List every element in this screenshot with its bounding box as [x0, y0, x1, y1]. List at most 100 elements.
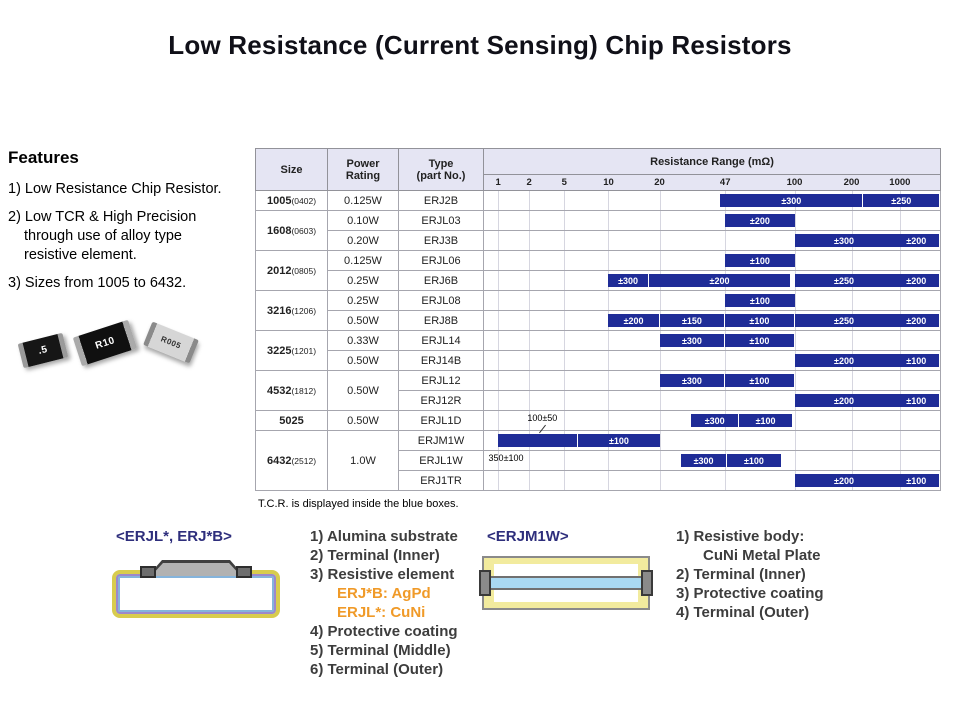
- tcr-bar: ±200: [893, 234, 940, 247]
- diagram-list-item: 2) Terminal (Inner): [310, 547, 440, 564]
- tcr-bar: ±100: [578, 434, 660, 447]
- power-rating-cell: 0.25W: [327, 290, 399, 311]
- gridline: [529, 211, 531, 230]
- gridline: [659, 451, 661, 470]
- tick-label: 20: [654, 177, 665, 188]
- gridline: [851, 211, 853, 230]
- tcr-value: ±150: [681, 315, 702, 326]
- tcr-value: ±200: [906, 275, 927, 286]
- part-number-cell: ERJ3B: [398, 230, 484, 251]
- tick-label: 5: [561, 177, 567, 188]
- tick-label: 200: [843, 177, 860, 188]
- part-number-cell: ERJL06: [398, 250, 484, 271]
- tcr-bar: ±200: [648, 274, 791, 287]
- erjm-diagram-label: <ERJM1W>: [487, 528, 569, 545]
- tick-label: 10: [603, 177, 614, 188]
- gridline: [794, 471, 796, 490]
- gridline: [608, 351, 610, 370]
- size-cell: 1608(0603): [255, 210, 328, 251]
- power-rating-cell: 0.20W: [327, 230, 399, 251]
- tcr-bar: ±200: [893, 314, 940, 327]
- tcr-bar: ±200: [795, 394, 893, 407]
- chip-marking: R005: [159, 334, 183, 351]
- size-value: 1608: [266, 224, 292, 237]
- gridline: [659, 351, 661, 370]
- gridline: [851, 431, 853, 450]
- resistance-table-wrap: Size Power Rating Type (part No.) Resist…: [255, 148, 941, 510]
- tcr-bar: ±100: [725, 374, 794, 387]
- terminal-cap-left: [479, 570, 491, 596]
- gridline: [899, 411, 901, 430]
- table-row: ERJ12R ±200 ±100: [256, 390, 941, 411]
- gridline: [899, 331, 901, 350]
- features-section: Features 1) Low Resistance Chip Resistor…: [8, 148, 250, 302]
- part-number-cell: ERJ6B: [398, 270, 484, 291]
- terminal-cap-right: [236, 566, 252, 578]
- tcr-bar: ±200: [795, 354, 893, 367]
- size-inch-code: (0402): [291, 195, 317, 206]
- power-rating-cell: 0.50W: [327, 350, 399, 371]
- gridline: [529, 371, 531, 390]
- gridline: [529, 311, 531, 330]
- range-chart: ±200±150±100±250±200: [484, 311, 940, 330]
- tcr-value: ±300: [618, 275, 639, 286]
- part-number-cell: ERJ12R: [398, 390, 484, 411]
- tcr-value: ±100: [906, 395, 927, 406]
- tcr-value: ±200: [709, 275, 730, 286]
- tcr-bar: ±100: [738, 414, 793, 427]
- range-chart-cell: ±200±100: [483, 350, 941, 371]
- gridline: [659, 191, 661, 210]
- gridline: [608, 231, 610, 250]
- range-chart-cell: ±300±250: [483, 190, 941, 211]
- diagram-list-item: 1) Resistive body:: [676, 528, 805, 545]
- gridline: [899, 431, 901, 450]
- gridline: [529, 291, 531, 310]
- tcr-bar: [497, 434, 578, 447]
- erjm-parts-list: 1) Resistive body: CuNi Metal Plate 2) Ter…: [676, 527, 824, 622]
- range-chart: ±300±200±250±200: [484, 271, 940, 290]
- tcr-bar: ±100: [725, 314, 794, 327]
- gridline: [498, 411, 500, 430]
- tcr-bar: ±100: [893, 354, 940, 367]
- gridline: [608, 191, 610, 210]
- tcr-bar: ±300: [659, 374, 725, 387]
- gridline: [794, 431, 796, 450]
- gridline: [564, 191, 566, 210]
- gridline: [564, 351, 566, 370]
- gridline: [725, 351, 727, 370]
- range-chart-cell: ±300±200±250±200: [483, 270, 941, 291]
- size-value: 6432: [266, 454, 292, 467]
- gridline: [659, 251, 661, 270]
- diagram-list-item: CuNi Metal Plate: [703, 547, 821, 564]
- tcr-value: ±200: [834, 395, 854, 406]
- tcr-bar: ±300: [795, 234, 893, 247]
- power-rating-cell: 0.50W: [327, 370, 399, 411]
- tcr-bar: ±200: [893, 274, 940, 287]
- tcr-value: ±100: [743, 455, 764, 466]
- diagram-list-item: 2) Terminal (Inner): [676, 566, 806, 583]
- chip-marking: R10: [93, 334, 117, 352]
- tick-label: 1: [495, 177, 501, 188]
- tcr-bar: ±300: [720, 194, 863, 207]
- diagram-list-item: 4) Terminal (Outer): [676, 604, 810, 621]
- table-row: ERJ1TR±200±100: [256, 470, 941, 491]
- gridline: [851, 411, 853, 430]
- gridline: [529, 391, 531, 410]
- gridline: [498, 271, 500, 290]
- range-chart-cell: ±200 ±100: [483, 390, 941, 411]
- gridline: [608, 291, 610, 310]
- part-number-cell: ERJL03: [398, 210, 484, 231]
- gridline: [608, 211, 610, 230]
- tick-label: 2: [526, 177, 532, 188]
